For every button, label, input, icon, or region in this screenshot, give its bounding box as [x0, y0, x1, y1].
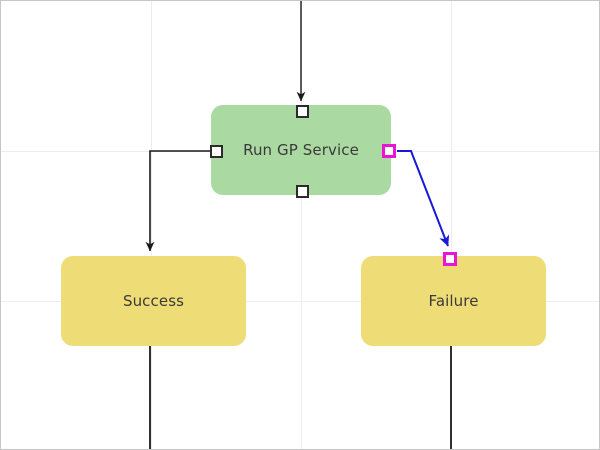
port-run-gp-service-right[interactable]	[382, 144, 396, 158]
node-run-gp-service[interactable]: Run GP Service	[211, 105, 391, 195]
port-run-gp-service-left[interactable]	[209, 144, 223, 158]
port-run-gp-service-bottom[interactable]	[295, 184, 309, 198]
edge-run-to-success[interactable]	[145, 150, 211, 252]
port-run-gp-service-top[interactable]	[295, 104, 309, 118]
node-failure[interactable]: Failure	[361, 256, 546, 346]
node-label-failure: Failure	[428, 292, 479, 310]
port-failure-top[interactable]	[443, 252, 457, 266]
node-label-success: Success	[122, 292, 185, 310]
node-success[interactable]: Success	[61, 256, 246, 346]
node-label-run-gp-service: Run GP Service	[243, 141, 359, 159]
edge-run-to-failure[interactable]	[397, 150, 450, 247]
